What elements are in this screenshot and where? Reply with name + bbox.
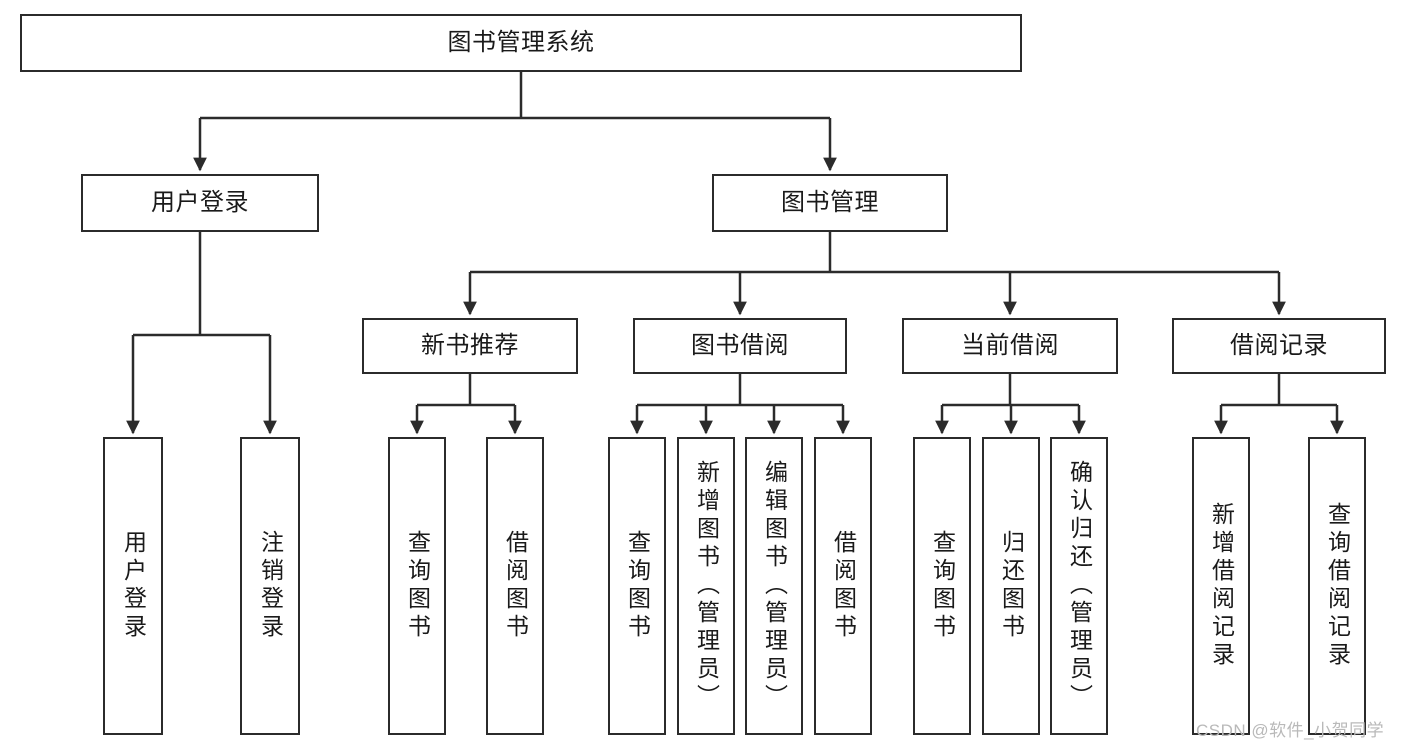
node-leaf-add-borrow-record[interactable]: 新增借阅记录 bbox=[1192, 437, 1250, 735]
node-borrow-record-label: 借阅记录 bbox=[1230, 331, 1328, 359]
node-leaf-edit-book-admin-label: 编辑图书（管理员） bbox=[761, 460, 788, 712]
node-leaf-confirm-return-admin-label: 确认归还（管理员） bbox=[1066, 460, 1093, 712]
node-book-management-label: 图书管理 bbox=[781, 188, 879, 216]
node-leaf-user-login[interactable]: 用户登录 bbox=[103, 437, 163, 735]
node-current-borrow[interactable]: 当前借阅 bbox=[902, 318, 1118, 374]
node-book-borrow-label: 图书借阅 bbox=[691, 331, 789, 359]
node-leaf-return-book[interactable]: 归还图书 bbox=[982, 437, 1040, 735]
node-book-borrow[interactable]: 图书借阅 bbox=[633, 318, 847, 374]
node-leaf-add-book-admin-label: 新增图书（管理员） bbox=[693, 460, 720, 712]
node-leaf-borrow-book[interactable]: 借阅图书 bbox=[814, 437, 872, 735]
node-leaf-query-book-current[interactable]: 查询图书 bbox=[913, 437, 971, 735]
connector-group-current-borrow bbox=[935, 374, 1086, 435]
node-leaf-return-book-label: 归还图书 bbox=[998, 530, 1025, 642]
node-leaf-borrow-book-recommend-label: 借阅图书 bbox=[502, 530, 529, 642]
watermark-text: CSDN @软件_小贺同学 bbox=[1196, 721, 1385, 740]
node-leaf-query-book-recommend-label: 查询图书 bbox=[404, 530, 431, 642]
node-leaf-query-borrow-record-label: 查询借阅记录 bbox=[1324, 502, 1351, 670]
node-leaf-add-book-admin[interactable]: 新增图书（管理员） bbox=[677, 437, 735, 735]
node-leaf-edit-book-admin[interactable]: 编辑图书（管理员） bbox=[745, 437, 803, 735]
node-user-login[interactable]: 用户登录 bbox=[81, 174, 319, 232]
node-leaf-query-book-borrow[interactable]: 查询图书 bbox=[608, 437, 666, 735]
node-current-borrow-label: 当前借阅 bbox=[961, 331, 1059, 359]
node-new-book-recommend-label: 新书推荐 bbox=[421, 331, 519, 359]
connector-group-new-book-recommend bbox=[410, 374, 522, 435]
node-leaf-query-borrow-record[interactable]: 查询借阅记录 bbox=[1308, 437, 1366, 735]
node-leaf-query-book-recommend[interactable]: 查询图书 bbox=[388, 437, 446, 735]
node-book-management[interactable]: 图书管理 bbox=[712, 174, 948, 232]
connector-group-borrow-record bbox=[1214, 374, 1344, 435]
connector-group-book-management bbox=[463, 232, 1286, 316]
node-leaf-user-login-label: 用户登录 bbox=[120, 530, 147, 642]
node-borrow-record[interactable]: 借阅记录 bbox=[1172, 318, 1386, 374]
node-leaf-logout-label: 注销登录 bbox=[257, 530, 284, 642]
connector-group-user-login bbox=[126, 232, 277, 435]
node-user-login-label: 用户登录 bbox=[151, 188, 249, 216]
connector-group-book-borrow bbox=[630, 374, 850, 435]
node-leaf-logout[interactable]: 注销登录 bbox=[240, 437, 300, 735]
node-leaf-add-borrow-record-label: 新增借阅记录 bbox=[1208, 502, 1235, 670]
node-leaf-query-book-borrow-label: 查询图书 bbox=[624, 530, 651, 642]
node-root[interactable]: 图书管理系统 bbox=[20, 14, 1022, 72]
node-leaf-borrow-book-label: 借阅图书 bbox=[830, 530, 857, 642]
node-leaf-confirm-return-admin[interactable]: 确认归还（管理员） bbox=[1050, 437, 1108, 735]
node-root-label: 图书管理系统 bbox=[447, 28, 595, 56]
node-leaf-borrow-book-recommend[interactable]: 借阅图书 bbox=[486, 437, 544, 735]
connector-group-root bbox=[193, 72, 837, 172]
node-leaf-query-book-current-label: 查询图书 bbox=[929, 530, 956, 642]
node-new-book-recommend[interactable]: 新书推荐 bbox=[362, 318, 578, 374]
